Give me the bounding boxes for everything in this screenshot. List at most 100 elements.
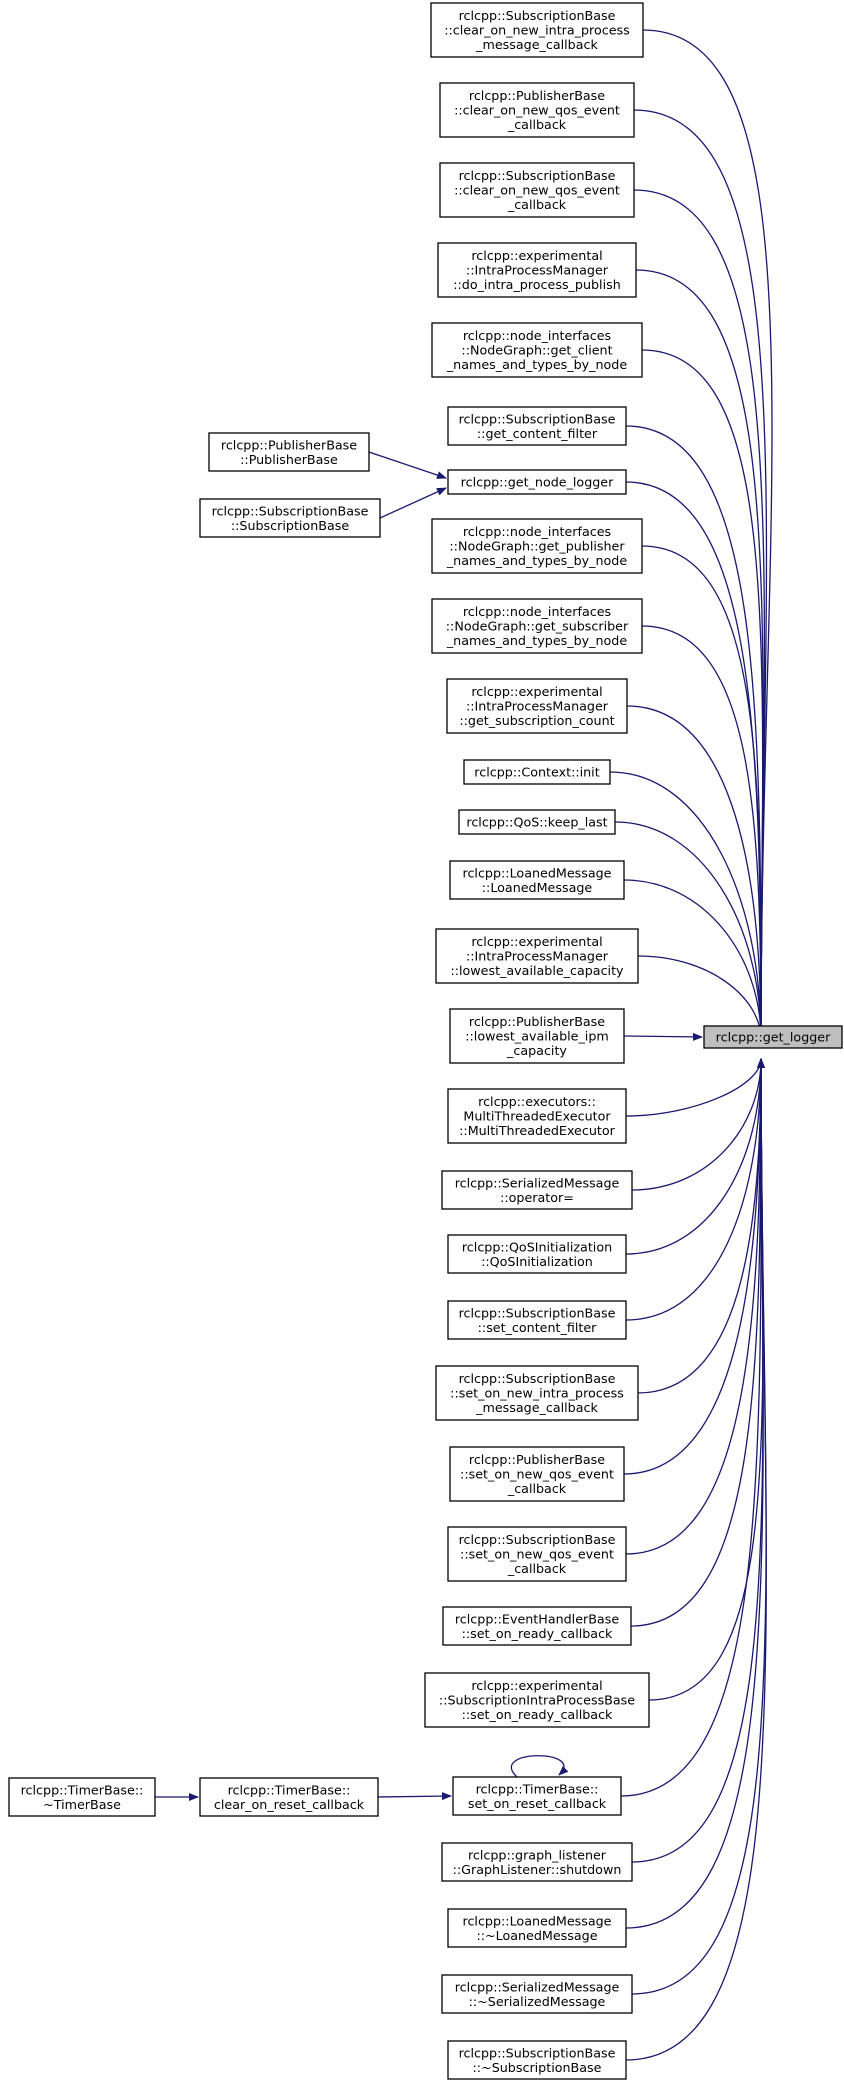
- node-pb-ctor[interactable]: rclcpp::PublisherBase::PublisherBase: [208, 432, 370, 472]
- node-box: [447, 2040, 627, 2080]
- node-loaned-ctor[interactable]: rclcpp::LoanedMessage::LoanedMessage: [449, 860, 625, 900]
- node-box: [447, 1234, 627, 1274]
- node-label-line: rclcpp::get_logger: [716, 1030, 831, 1045]
- node-gl-shutdown[interactable]: rclcpp::graph_listener::GraphListener::s…: [441, 1842, 633, 1882]
- node-label-line: ::set_on_new_qos_event: [460, 1467, 614, 1482]
- node-box: [435, 1365, 639, 1421]
- node-mte-ctor[interactable]: rclcpp::executors::MultiThreadedExecutor…: [447, 1088, 627, 1144]
- node-box: [447, 1526, 627, 1582]
- edge-mte-ctor-to-get-logger: [625, 1058, 765, 1117]
- node-label-line: _callback: [507, 1481, 567, 1496]
- node-label-line: ::~SubscriptionBase: [473, 2060, 602, 2075]
- node-loaned-dtor[interactable]: rclcpp::LoanedMessage::~LoanedMessage: [447, 1908, 627, 1948]
- node-ser-dtor[interactable]: rclcpp::SerializedMessage::~SerializedMe…: [441, 1974, 633, 2014]
- node-sb-set-qos[interactable]: rclcpp::SubscriptionBase::set_on_new_qos…: [447, 1526, 627, 1582]
- node-sb-set-intra[interactable]: rclcpp::SubscriptionBase::set_on_new_int…: [435, 1365, 639, 1421]
- node-box: [431, 322, 643, 378]
- node-ehb-set-ready[interactable]: rclcpp::EventHandlerBase::set_on_ready_c…: [442, 1606, 632, 1646]
- node-sb-clear-qos[interactable]: rclcpp::SubscriptionBase::clear_on_new_q…: [439, 162, 635, 218]
- node-box: [439, 82, 635, 138]
- node-box: [431, 518, 643, 574]
- node-label-line: set_on_reset_callback: [468, 1796, 607, 1811]
- edge-ehb-set-ready-to-get-logger: [630, 1058, 765, 1627]
- node-label-line: rclcpp::SubscriptionBase: [212, 503, 369, 518]
- node-qos-init[interactable]: rclcpp::QoSInitialization::QoSInitializa…: [447, 1234, 627, 1274]
- node-sb-get-filter[interactable]: rclcpp::SubscriptionBase::get_content_fi…: [447, 406, 627, 446]
- node-qos-keep-last[interactable]: rclcpp::QoS::keep_last: [458, 809, 616, 835]
- node-label-line: ::clear_on_new_intra_process: [444, 23, 630, 38]
- node-label-line: _names_and_types_by_node: [446, 633, 628, 648]
- node-box: [199, 1777, 379, 1817]
- node-pb-lowest[interactable]: rclcpp::PublisherBase::lowest_available_…: [449, 1008, 625, 1064]
- node-label-line: ::IntraProcessManager: [466, 949, 609, 964]
- edge-sb-clear-intra-to-get-logger: [642, 29, 773, 1040]
- node-label-line: rclcpp::LoanedMessage: [463, 1913, 612, 1928]
- node-label-line: rclcpp::node_interfaces: [463, 328, 611, 343]
- node-sb-clear-intra[interactable]: rclcpp::SubscriptionBase::clear_on_new_i…: [430, 2, 644, 58]
- node-sb-dtor[interactable]: rclcpp::SubscriptionBase::~SubscriptionB…: [447, 2040, 627, 2080]
- node-label-line: rclcpp::LoanedMessage: [463, 865, 612, 880]
- node-ipm-get-count[interactable]: rclcpp::experimental::IntraProcessManage…: [446, 678, 628, 734]
- node-box: [199, 498, 381, 538]
- node-label-line: ::lowest_available_capacity: [450, 963, 624, 978]
- node-label-line: ::get_subscription_count: [459, 713, 614, 728]
- node-ser-assign[interactable]: rclcpp::SerializedMessage::operator=: [441, 1170, 633, 1210]
- node-label-line: ::QoSInitialization: [481, 1254, 593, 1269]
- node-box: [208, 432, 370, 472]
- node-box: [441, 1170, 633, 1210]
- node-label-line: rclcpp::experimental: [471, 248, 602, 263]
- node-label-line: ::operator=: [500, 1190, 574, 1205]
- node-label-line: rclcpp::SerializedMessage: [455, 1175, 620, 1190]
- node-ctx-init[interactable]: rclcpp::Context::init: [463, 759, 611, 785]
- node-label-line: ~TimerBase: [43, 1797, 121, 1812]
- edge-pb-set-qos-to-get-logger: [623, 1058, 765, 1475]
- edges-layer: [155, 29, 773, 2061]
- node-label-line: ::NodeGraph::get_client: [461, 343, 612, 358]
- node-ipm-do-publish[interactable]: rclcpp::experimental::IntraProcessManage…: [437, 242, 637, 298]
- node-label-line: rclcpp::EventHandlerBase: [455, 1611, 619, 1626]
- node-label-line: rclcpp::node_interfaces: [463, 604, 611, 619]
- node-get-node-logger[interactable]: rclcpp::get_node_logger: [447, 469, 627, 495]
- node-sipb-set-ready[interactable]: rclcpp::experimental::SubscriptionIntraP…: [424, 1672, 650, 1728]
- node-ng-get-client[interactable]: rclcpp::node_interfaces::NodeGraph::get_…: [431, 322, 643, 378]
- node-label-line: rclcpp::PublisherBase: [221, 437, 357, 452]
- edge-sb-ctor-to-get-node-logger: [379, 487, 447, 519]
- node-label-line: _names_and_types_by_node: [446, 357, 628, 372]
- node-pb-set-qos[interactable]: rclcpp::PublisherBase::set_on_new_qos_ev…: [449, 1446, 625, 1502]
- node-sb-ctor[interactable]: rclcpp::SubscriptionBase::SubscriptionBa…: [199, 498, 381, 538]
- node-box: [449, 860, 625, 900]
- nodes-layer: rclcpp::SubscriptionBase::clear_on_new_i…: [8, 2, 843, 2080]
- edge-ser-assign-to-get-logger: [631, 1058, 765, 1191]
- node-ng-get-publisher[interactable]: rclcpp::node_interfaces::NodeGraph::get_…: [431, 518, 643, 574]
- node-label-line: ::~SerializedMessage: [469, 1994, 606, 2009]
- node-box: [449, 1008, 625, 1064]
- node-label-line: rclcpp::SubscriptionBase: [459, 2045, 616, 2060]
- node-label-line: rclcpp::experimental: [471, 684, 602, 699]
- edge-qos-keep-last-to-get-logger: [614, 821, 765, 1040]
- node-label-line: ::get_content_filter: [477, 426, 598, 441]
- node-ng-get-subscriber[interactable]: rclcpp::node_interfaces::NodeGraph::get_…: [431, 598, 643, 654]
- node-label-line: ::clear_on_new_qos_event: [454, 183, 620, 198]
- node-box: [441, 1974, 633, 2014]
- node-box: [439, 162, 635, 218]
- node-label-line: rclcpp::executors::: [478, 1094, 596, 1109]
- node-label-line: ::MultiThreadedExecutor: [459, 1123, 615, 1138]
- edge-loaned-ctor-to-get-logger: [623, 879, 765, 1040]
- edge-ipm-do-publish-to-get-logger: [635, 269, 766, 1040]
- node-ipm-lowest[interactable]: rclcpp::experimental::IntraProcessManage…: [435, 928, 639, 984]
- node-label-line: ::set_on_ready_callback: [462, 1707, 613, 1722]
- node-box: [447, 1300, 627, 1340]
- node-tb-set-reset[interactable]: rclcpp::TimerBase::set_on_reset_callback: [452, 1776, 622, 1816]
- node-box: [437, 242, 637, 298]
- node-label-line: rclcpp::graph_listener: [468, 1847, 607, 1862]
- edge-ser-dtor-to-get-logger: [631, 1058, 767, 1995]
- edge-sipb-set-ready-to-get-logger: [648, 1058, 766, 1701]
- node-label-line: _message_callback: [475, 37, 598, 52]
- node-pb-clear-qos[interactable]: rclcpp::PublisherBase::clear_on_new_qos_…: [439, 82, 635, 138]
- node-label-line: _callback: [507, 117, 567, 132]
- node-tb-dtor[interactable]: rclcpp::TimerBase::~TimerBase: [8, 1777, 156, 1817]
- node-label-line: rclcpp::SubscriptionBase: [459, 1371, 616, 1386]
- node-tb-clear-reset[interactable]: rclcpp::TimerBase::clear_on_reset_callba…: [199, 1777, 379, 1817]
- node-sb-set-filter[interactable]: rclcpp::SubscriptionBase::set_content_fi…: [447, 1300, 627, 1340]
- node-get-logger[interactable]: rclcpp::get_logger: [703, 1025, 843, 1049]
